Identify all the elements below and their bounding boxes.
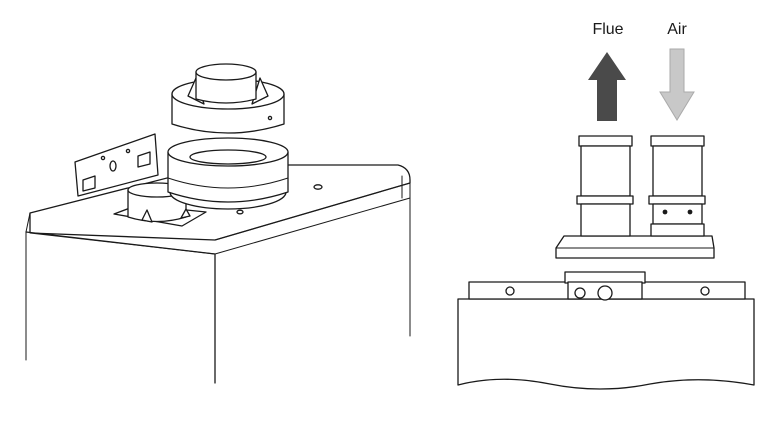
strip-hole-right <box>700 286 710 296</box>
air-spigot-dot-2 <box>687 209 693 215</box>
air-spigot <box>648 135 706 237</box>
bracket-hole-oval <box>109 160 117 172</box>
flue-arrow-up-icon <box>588 52 626 121</box>
air-spigot-base-ring <box>650 223 705 237</box>
boiler-front-face <box>25 231 216 384</box>
air-spigot-upper <box>652 145 703 197</box>
air-spigot-top-cap <box>650 135 705 147</box>
boiler-top-front-bevel <box>29 232 216 255</box>
air-spigot-lower <box>652 203 703 225</box>
air-spigot-dot-1 <box>662 209 668 215</box>
bracket-slot-left <box>82 175 96 192</box>
neck-hole-left <box>574 287 586 299</box>
air-spigot-collar <box>648 195 706 205</box>
top-hole-right <box>313 184 323 190</box>
side-boiler-body <box>457 298 755 390</box>
top-hole-front <box>236 209 244 215</box>
boiler-right-face-bevel <box>214 197 411 255</box>
neck-hole-right <box>597 285 613 301</box>
boiler-right-face-top <box>214 182 411 241</box>
air-spigot-tab-right <box>180 208 191 219</box>
boiler-side-elevation: Flue Air <box>457 21 755 390</box>
flue-label: Flue <box>592 21 623 38</box>
twin-adaptor-body <box>555 235 715 259</box>
flue-turret-tube-top <box>195 63 257 81</box>
flue-adaptor-ring-band <box>167 177 289 189</box>
flue-spigot <box>576 135 634 237</box>
bracket-hole-small-left <box>100 155 106 161</box>
air-label: Air <box>667 21 687 38</box>
air-arrow-down-icon <box>659 48 695 121</box>
strip-hole-left <box>505 286 515 296</box>
air-spigot-tab-left <box>141 209 153 223</box>
flue-spigot-collar <box>576 195 634 205</box>
flue-spigot-lower <box>580 203 631 237</box>
bracket-slot-right <box>137 151 151 168</box>
flue-spigot-top-cap <box>578 135 633 147</box>
flue-adaptor-ring-inner <box>189 149 267 165</box>
flue-turret-tube <box>195 71 257 104</box>
flue-turret-screw <box>267 115 273 121</box>
bracket-hole-small-right <box>125 148 131 154</box>
flue-spigot-upper <box>580 145 631 197</box>
boiler-top-front-edge <box>25 212 31 233</box>
boiler-perspective-view <box>25 63 411 384</box>
